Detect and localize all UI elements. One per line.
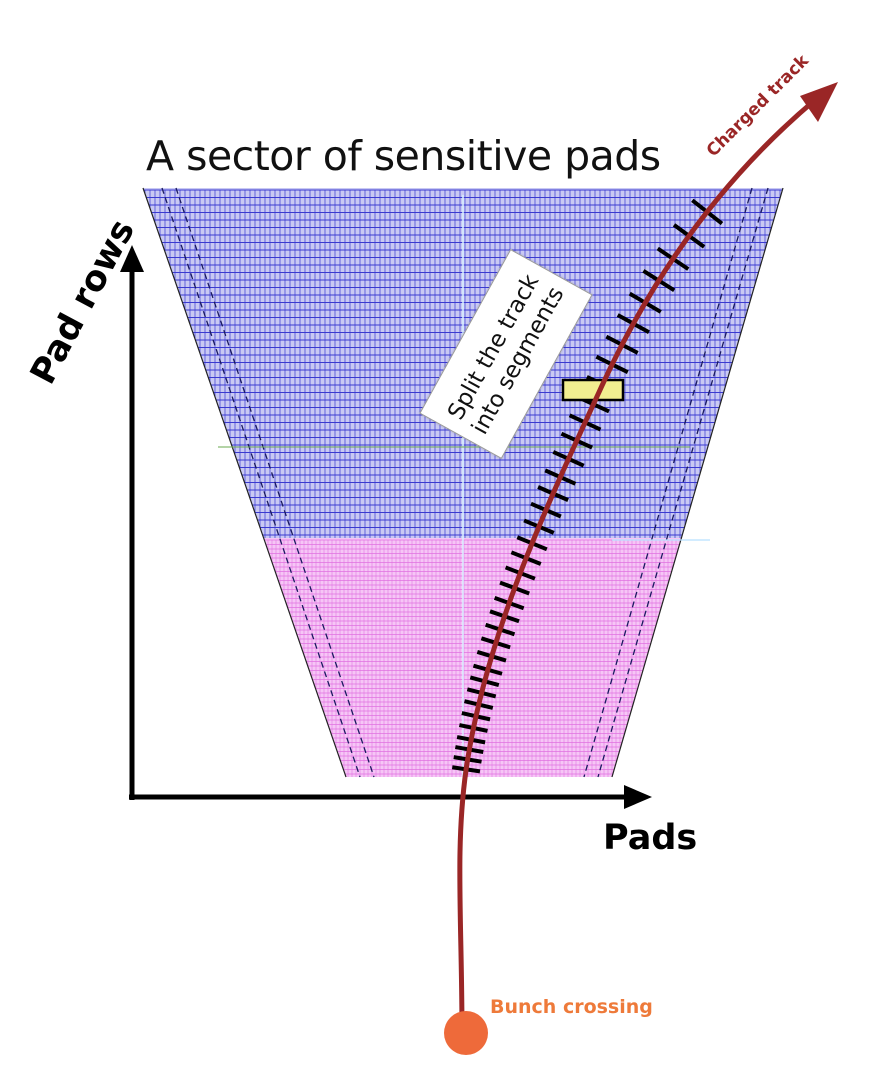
arrowhead-icon <box>800 82 838 122</box>
inner-pad-grid <box>143 539 783 777</box>
axes <box>120 245 652 809</box>
bunch-crossing-label: Bunch crossing <box>490 996 653 1018</box>
pad-sector <box>143 188 783 777</box>
charged-track <box>457 98 817 1036</box>
highlighted-segment <box>561 378 625 402</box>
x-axis-label: Pads <box>603 818 698 858</box>
arrow-right-icon <box>624 785 652 809</box>
sector-right-edge <box>611 187 784 778</box>
diagram-title: A sector of sensitive pads <box>146 132 661 180</box>
arrow-up-icon <box>120 245 144 272</box>
bunch-crossing-point <box>444 1011 488 1055</box>
sector-boundary-dashes <box>161 187 769 778</box>
sector-left-edge <box>142 187 347 778</box>
